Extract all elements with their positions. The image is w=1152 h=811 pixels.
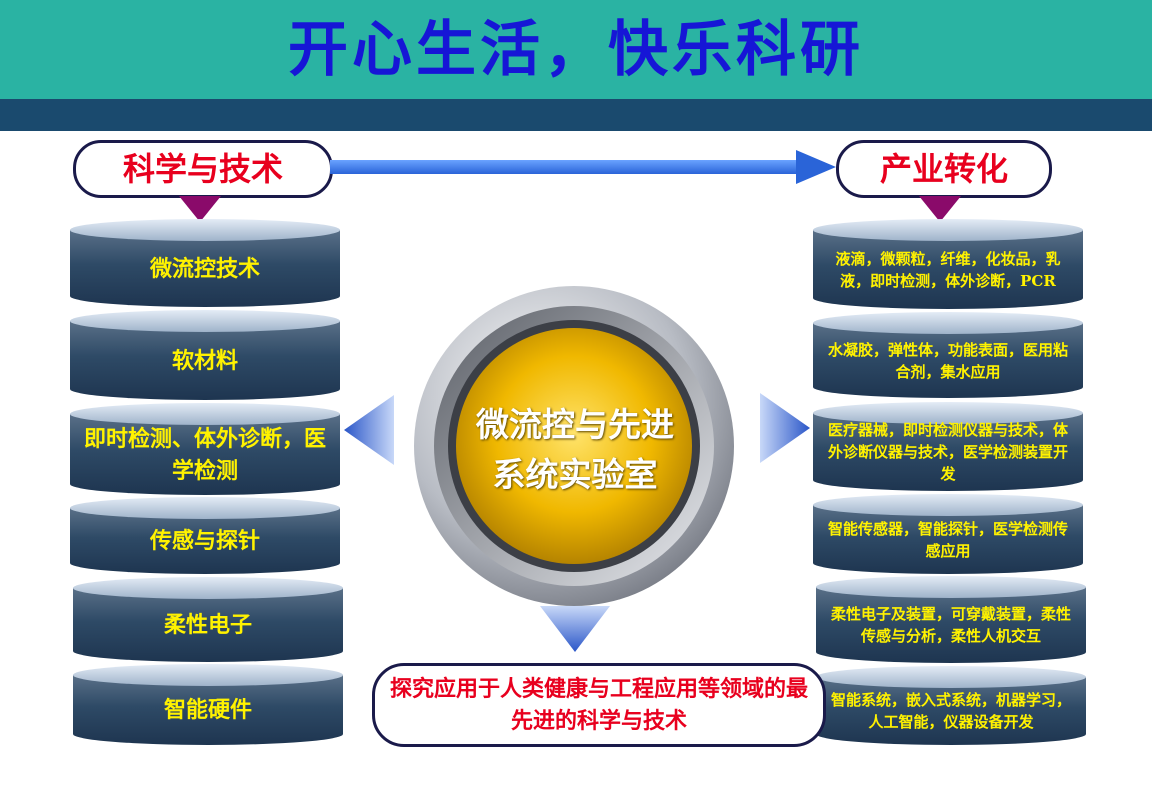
left-layer-1: 微流控技术: [70, 219, 340, 307]
cylinder-shape: [73, 577, 343, 662]
left-layer-label: 即时检测、体外诊断，医学检测: [83, 425, 326, 484]
cylinder-shape: [813, 494, 1083, 574]
right-layer-6: 智能系统，嵌入式系统，机器学习，人工智能，仪器设备开发: [816, 666, 1086, 745]
left-layer-label: 传感与探针: [149, 528, 260, 554]
cylinder-shape: [70, 403, 340, 495]
right-layer-1: 液滴，微颗粒，纤维，化妆品，乳液，即时检测，体外诊断，PCR: [813, 219, 1083, 309]
left-layer-label: 微流控技术: [149, 255, 260, 282]
right-pointer-triangle: [760, 393, 810, 463]
right-layer-label: 智能系统，嵌入式系统，机器学习，人工智能，仪器设备开发: [830, 691, 1071, 731]
cylinder-shape: [813, 219, 1083, 309]
left-layer-label: 软材料: [171, 347, 238, 374]
right-layer-3: 医疗器械，即时检测仪器与技术，体外诊断仪器与技术，医学检测装置开发: [813, 402, 1083, 491]
left-layer-5: 柔性电子: [73, 577, 343, 662]
right-layer-label: 液滴，微颗粒，纤维，化妆品，乳液，即时检测，体外诊断，PCR: [835, 249, 1061, 290]
mission-statement: 探究应用于人类健康与工程应用等领域的最先进的科学与技术: [372, 663, 826, 747]
industry-transfer-pill: 产业转化: [836, 140, 1052, 198]
cylinder-shape: [70, 310, 340, 400]
header-bar: [0, 99, 1152, 131]
left-layer-3: 即时检测、体外诊断，医学检测: [70, 403, 340, 495]
lab-hub-circle: [414, 286, 734, 606]
left-layer-label: 智能硬件: [163, 697, 252, 723]
right-layer-4: 智能传感器，智能探针，医学检测传感应用: [813, 494, 1083, 574]
right-layer-label: 柔性电子及装置，可穿戴装置，柔性传感与分析，柔性人机交互: [830, 605, 1071, 645]
header-band: [0, 0, 1152, 99]
cylinder-shape: [73, 664, 343, 745]
cylinder-shape: [70, 497, 340, 574]
lab-name: 微流控与先进系统实验室: [476, 405, 674, 494]
cylinder-shape: [816, 666, 1086, 745]
left-pointer-triangle: [344, 395, 394, 465]
left-layer-2: 软材料: [70, 310, 340, 400]
right-layer-label: 水凝胶，弹性体，功能表面，医用粘合剂，集水应用: [827, 340, 1068, 381]
left-layer-label: 柔性电子: [163, 612, 252, 638]
cylinder-shape: [813, 312, 1083, 398]
right-layer-label: 智能传感器，智能探针，医学检测传感应用: [827, 519, 1068, 560]
right-layer-label: 医疗器械，即时检测仪器与技术，体外诊断仪器与技术，医学检测装置开发: [827, 421, 1068, 483]
cylinder-shape: [70, 219, 340, 307]
right-layer-5: 柔性电子及装置，可穿戴装置，柔性传感与分析，柔性人机交互: [816, 576, 1086, 663]
top-connector-arrow: [330, 150, 836, 184]
cylinder-shape: [813, 402, 1083, 491]
left-pill-pointer: [179, 196, 221, 222]
science-technology-pill: 科学与技术: [73, 140, 333, 198]
left-layer-4: 传感与探针: [70, 497, 340, 574]
left-layer-6: 智能硬件: [73, 664, 343, 745]
down-pointer-triangle: [540, 606, 610, 652]
right-layer-2: 水凝胶，弹性体，功能表面，医用粘合剂，集水应用: [813, 312, 1083, 398]
cylinder-shape: [816, 576, 1086, 663]
page-title: 开心生活，快乐科研: [288, 15, 864, 85]
right-pill-pointer: [919, 196, 961, 222]
